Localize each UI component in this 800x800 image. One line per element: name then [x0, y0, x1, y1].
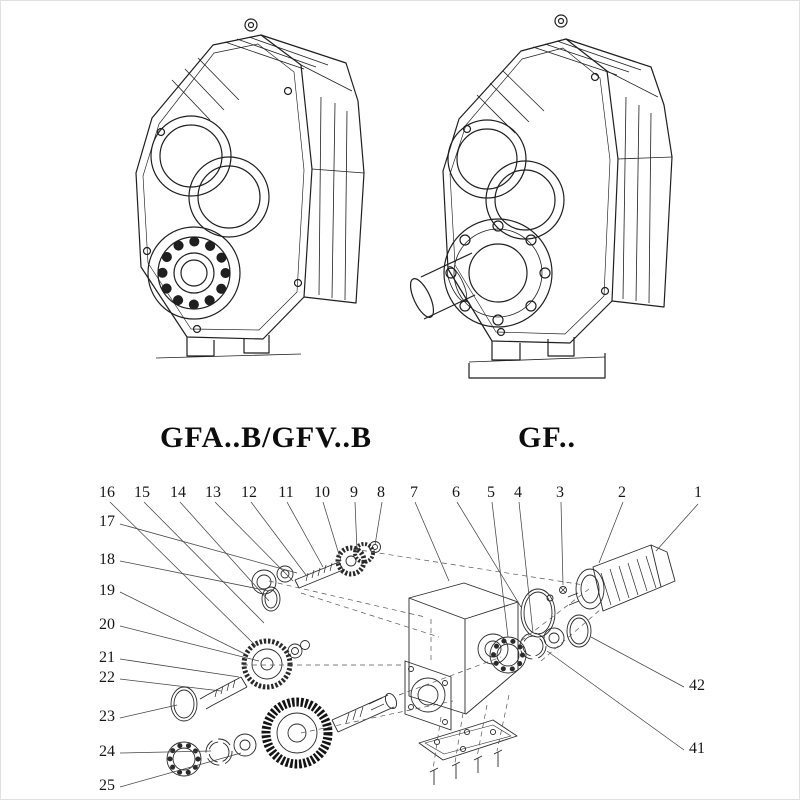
- part-number-16: 16: [99, 484, 115, 501]
- part-number-25: 25: [99, 777, 115, 794]
- part-number-17: 17: [99, 513, 115, 530]
- part-number-18: 18: [99, 551, 115, 568]
- gearbox-gfab-drawing: [135, 18, 365, 359]
- part-number-20: 20: [99, 616, 115, 633]
- part-number-10: 10: [314, 484, 330, 501]
- part-number-22: 22: [99, 669, 115, 686]
- part-number-3: 3: [556, 484, 564, 501]
- part-number-1: 1: [694, 484, 702, 501]
- model-label-gfab: GFA..B/GFV..B: [160, 421, 372, 454]
- gearbox-gf-drawing: [409, 14, 673, 379]
- part-number-24: 24: [99, 743, 115, 760]
- callout-leader-lines: [109, 501, 699, 788]
- part-number-15: 15: [134, 484, 150, 501]
- part-number-11: 11: [278, 484, 294, 501]
- exploded-view-drawing: [166, 541, 676, 785]
- part-number-42: 42: [689, 677, 705, 694]
- part-number-13: 13: [205, 484, 221, 501]
- model-label-gf: GF..: [518, 421, 576, 454]
- part-number-5: 5: [487, 484, 495, 501]
- part-number-8: 8: [377, 484, 385, 501]
- part-number-21: 21: [99, 649, 115, 666]
- part-number-2: 2: [618, 484, 626, 501]
- part-number-19: 19: [99, 582, 115, 599]
- part-number-6: 6: [452, 484, 460, 501]
- part-number-9: 9: [350, 484, 358, 501]
- part-number-23: 23: [99, 708, 115, 725]
- part-number-12: 12: [241, 484, 257, 501]
- part-number-4: 4: [514, 484, 522, 501]
- part-number-7: 7: [410, 484, 418, 501]
- part-number-14: 14: [170, 484, 186, 501]
- part-number-41: 41: [689, 740, 705, 757]
- assembly-axis-lines: [243, 548, 602, 770]
